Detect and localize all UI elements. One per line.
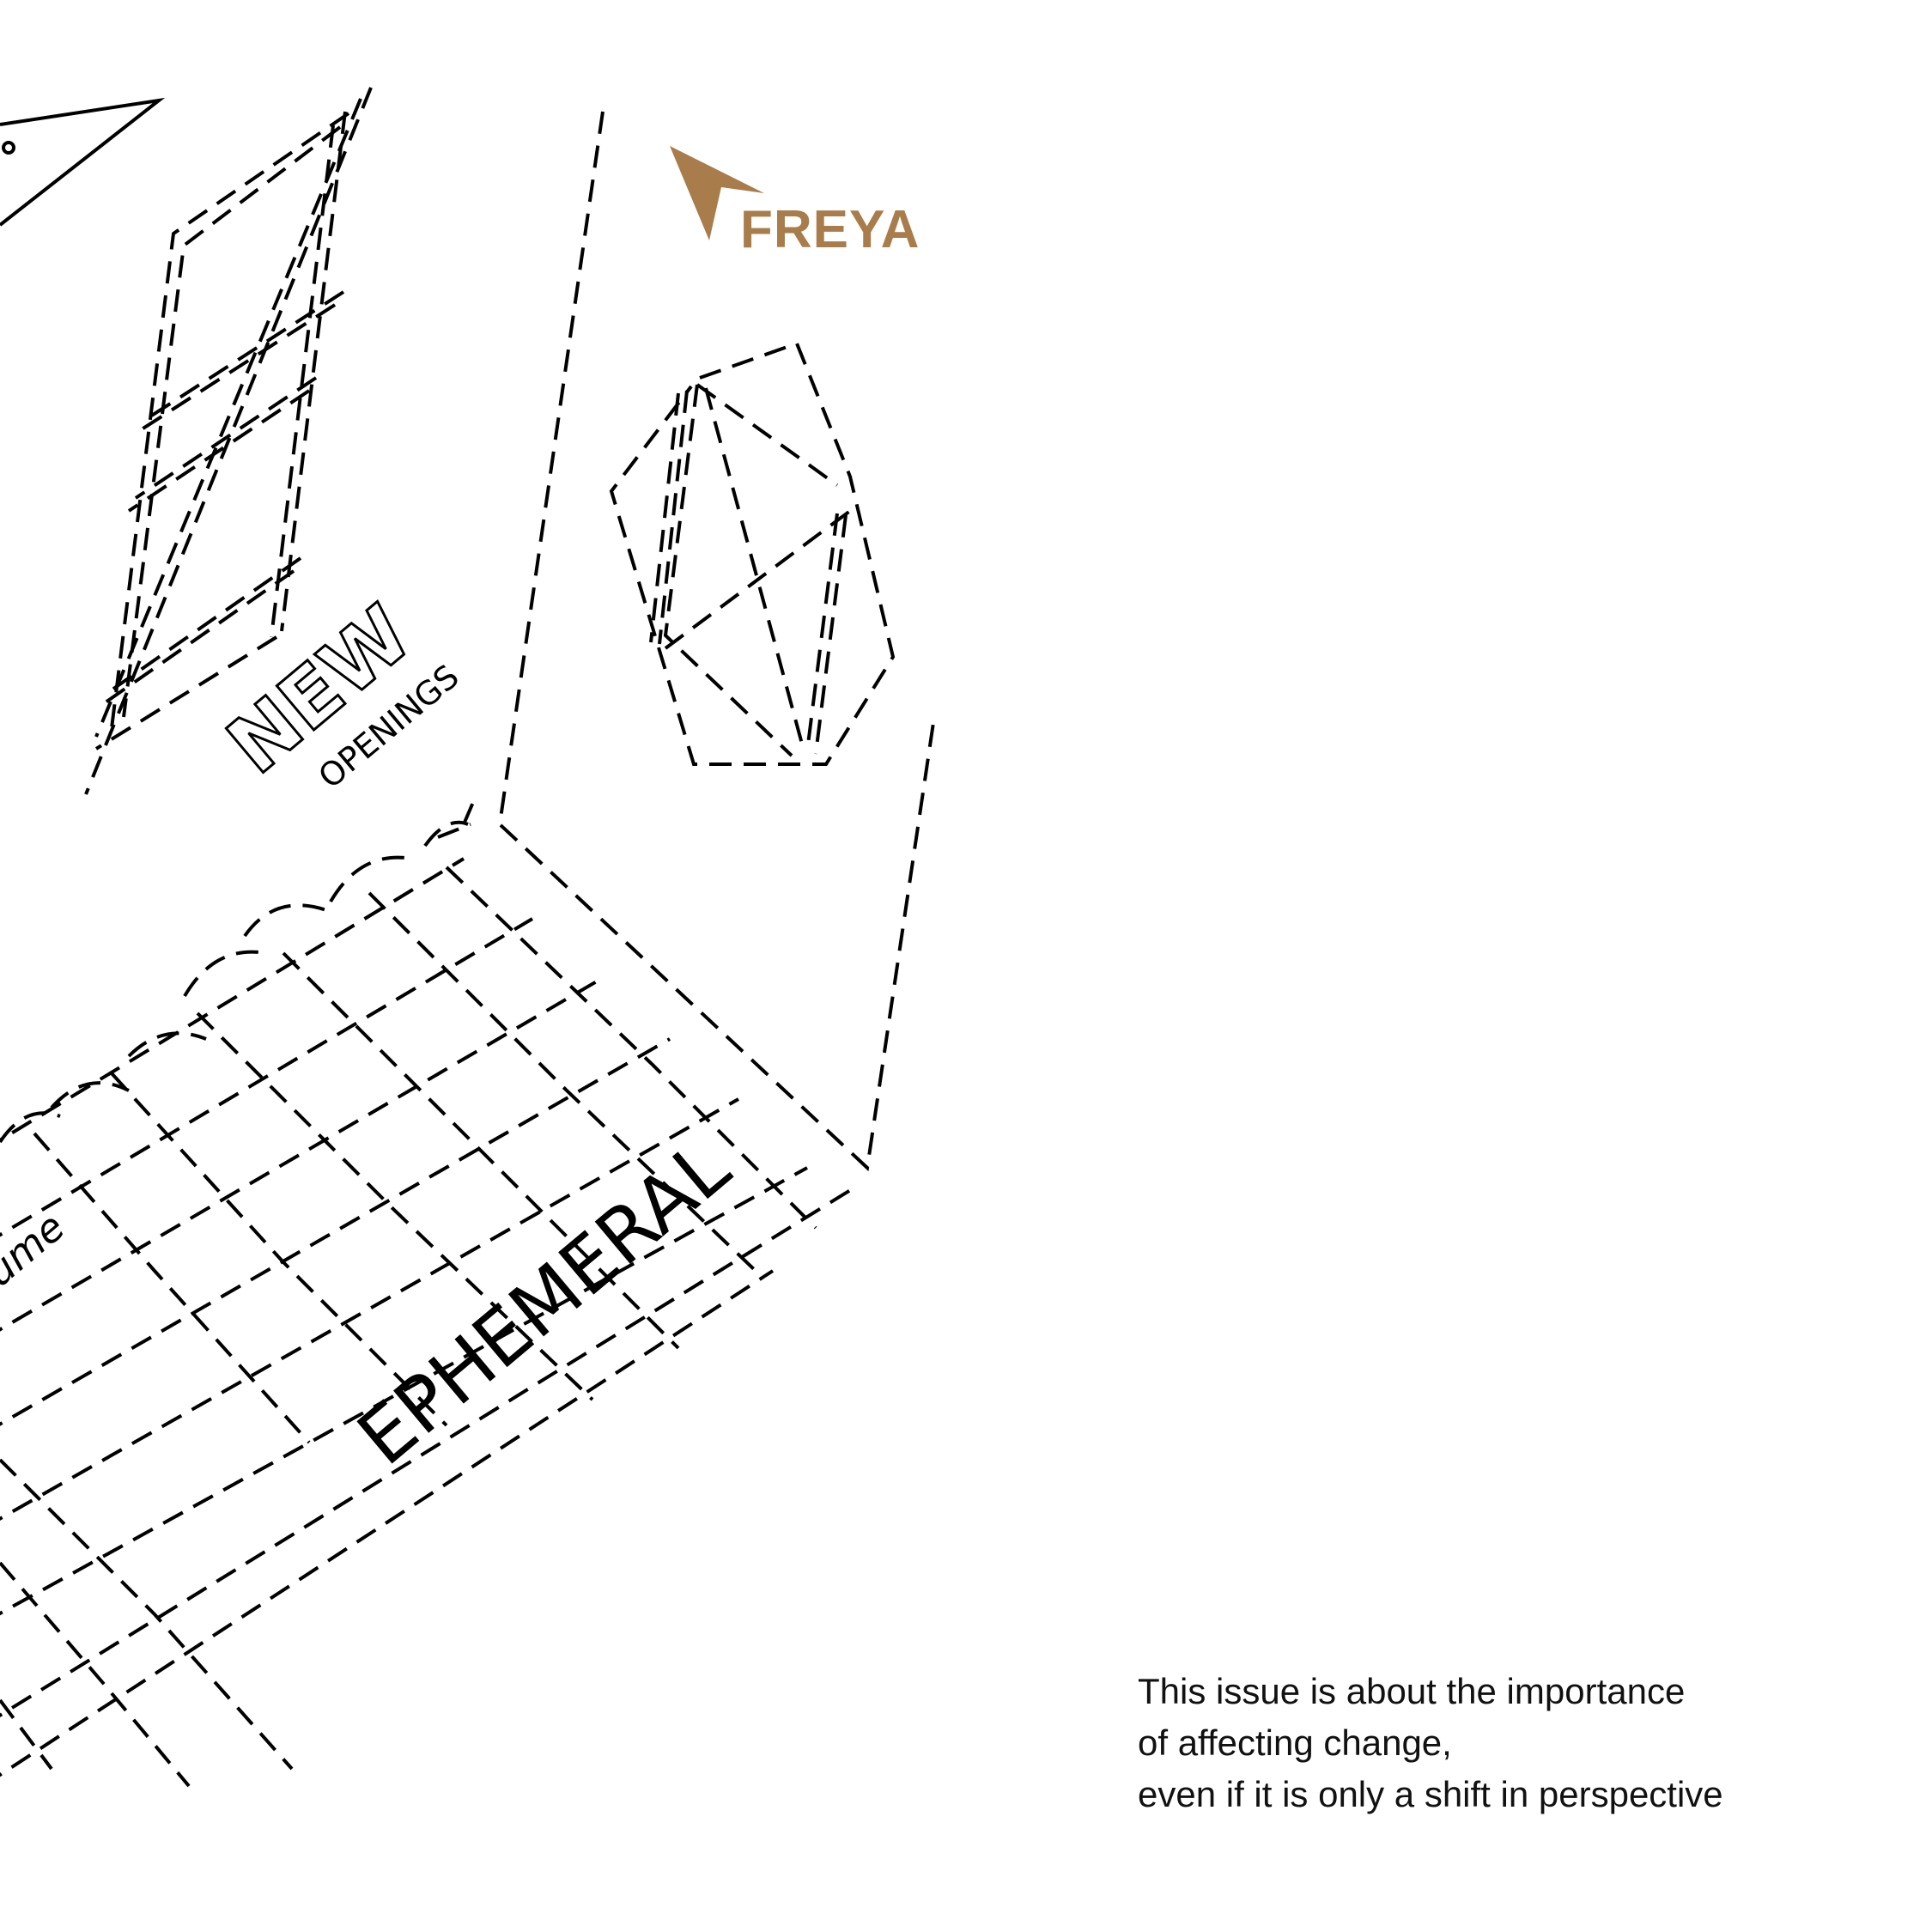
- caption-line-2: of affecting change,: [1138, 1722, 1452, 1763]
- brand-name: FREYA: [740, 200, 920, 259]
- caption: This issue is about the importance of af…: [1138, 1666, 1893, 1820]
- gem-sketch: [609, 341, 896, 766]
- caption-line-3: even if it is only a shift in perspectiv…: [1138, 1774, 1723, 1814]
- wall-sketch: [497, 111, 936, 1172]
- ephemeral-label: EPHEMERAL: [341, 1122, 745, 1482]
- triangle-sketch: [0, 97, 166, 227]
- cursor-arrow-icon: [670, 146, 764, 240]
- caption-line-1: This issue is about the importance: [1138, 1671, 1686, 1711]
- triangle-dot: [2, 141, 15, 155]
- partial-label: ume: [0, 1203, 73, 1295]
- window-frame-sketch: [84, 87, 373, 795]
- floor-grid-sketch: [0, 793, 860, 1788]
